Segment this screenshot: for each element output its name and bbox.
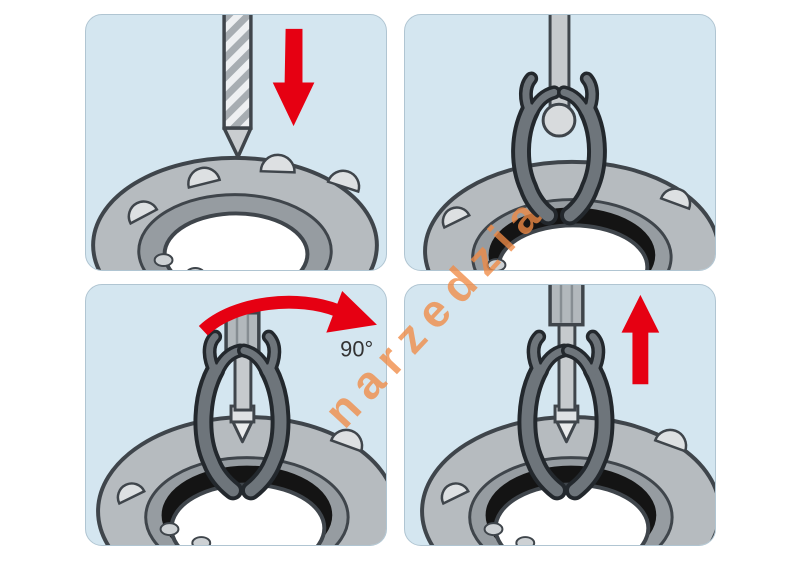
step-2-illustration — [423, 15, 715, 270]
panel-step-4 — [404, 284, 716, 546]
bearing-balls — [127, 153, 361, 226]
step-1-illustration — [91, 15, 379, 270]
bearing-far-balls — [483, 522, 536, 545]
bearing — [91, 153, 379, 270]
step-3-illustration: 90° — [96, 290, 386, 545]
drill-bit — [222, 15, 253, 159]
puller-claw-left — [193, 329, 247, 501]
panel-step-1 — [85, 14, 387, 271]
puller-shaft — [548, 285, 585, 444]
arrow-down-icon — [272, 28, 315, 127]
bearing-far-balls — [159, 522, 212, 545]
bearing-far-balls — [486, 258, 507, 270]
step-4-illustration — [420, 285, 715, 545]
arrow-up-icon — [621, 294, 660, 385]
angle-label: 90° — [340, 336, 373, 361]
puller-ball-tip — [541, 102, 577, 138]
puller-claw-left — [511, 71, 561, 226]
puller-hex-section — [548, 285, 585, 327]
bearing — [420, 415, 715, 545]
rotate-clockwise-arrow-icon — [198, 290, 377, 336]
puller-claws — [511, 71, 607, 226]
puller-claw-right — [557, 71, 607, 226]
bearing — [96, 415, 386, 545]
panel-step-2 — [404, 14, 716, 271]
bearing-balls — [440, 428, 688, 506]
puller-shaft — [224, 311, 261, 444]
bearing-balls — [441, 187, 692, 230]
bearing-balls — [116, 428, 364, 506]
bearing-far-balls — [153, 253, 204, 270]
panel-step-3: 90° — [85, 284, 387, 546]
puller-claw-right — [560, 329, 615, 501]
puller-claws — [193, 329, 291, 501]
puller-claw-right — [236, 329, 291, 501]
puller-claws — [517, 329, 615, 501]
puller-shaft — [541, 15, 577, 138]
